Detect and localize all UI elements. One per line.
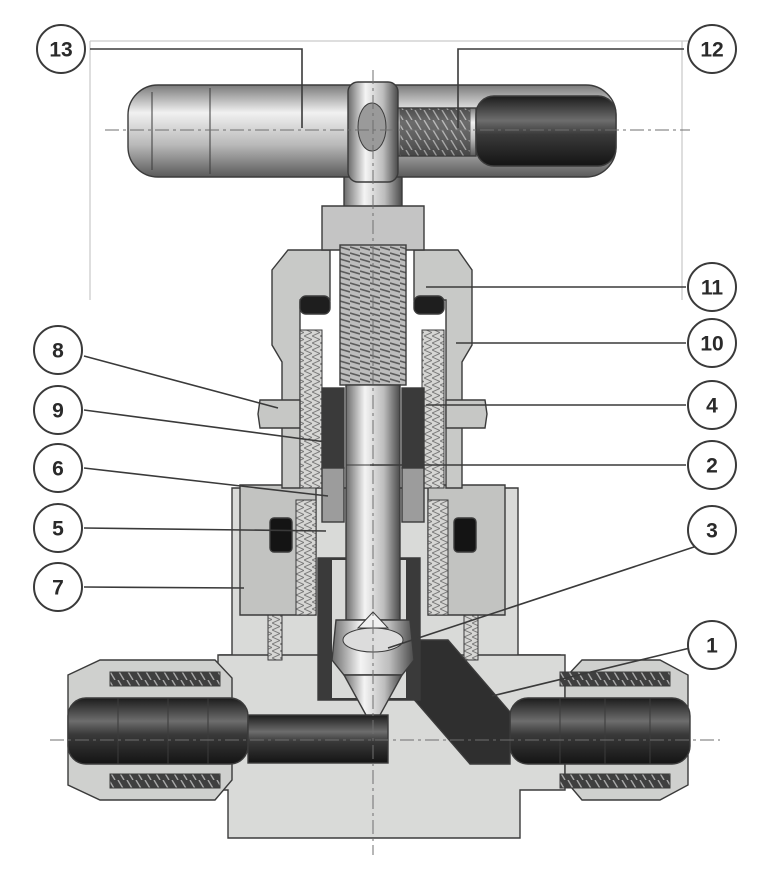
- leader-6: [83, 467, 329, 497]
- callout-13-label: 13: [49, 39, 72, 62]
- center-lines: [50, 70, 720, 855]
- callout-3: 3: [687, 505, 737, 555]
- callout-5-label: 5: [52, 518, 64, 541]
- callout-1: 1: [687, 620, 737, 670]
- leader-5: [83, 527, 327, 532]
- callout-12: 12: [687, 24, 737, 74]
- callout-5: 5: [33, 503, 83, 553]
- callout-4: 4: [687, 380, 737, 430]
- callout-2: 2: [687, 440, 737, 490]
- callout-6: 6: [33, 443, 83, 493]
- leader-12: [457, 48, 684, 128]
- callout-8-label: 8: [52, 340, 64, 363]
- callout-10: 10: [687, 318, 737, 368]
- callout-11: 11: [687, 262, 737, 312]
- callout-1-label: 1: [706, 635, 718, 658]
- packing-assembly: [269, 387, 477, 553]
- leader-7: [83, 586, 245, 589]
- inlet-fitting: [67, 659, 249, 801]
- callout-2-label: 2: [706, 455, 718, 478]
- callout-7: 7: [33, 562, 83, 612]
- callout-9: 9: [33, 385, 83, 435]
- leader-9: [83, 409, 327, 443]
- lock-nut: [257, 399, 488, 429]
- callout-3-label: 3: [706, 520, 718, 543]
- leader-1: [491, 647, 691, 697]
- callout-8: 8: [33, 325, 83, 375]
- leader-8: [83, 355, 279, 409]
- frame-lines: [89, 40, 700, 300]
- callout-7-label: 7: [52, 577, 64, 600]
- callout-4-label: 4: [706, 395, 718, 418]
- callout-11-label: 11: [701, 277, 724, 300]
- leader-lines: [83, 48, 701, 697]
- callout-9-label: 9: [52, 400, 64, 423]
- leader-3: [387, 544, 701, 649]
- callout-12-label: 12: [700, 39, 723, 62]
- leader-13: [90, 48, 303, 128]
- callout-6-label: 6: [52, 458, 64, 481]
- callout-10-label: 10: [700, 333, 723, 356]
- callout-13: 13: [36, 24, 86, 74]
- outlet-fitting: [509, 659, 691, 801]
